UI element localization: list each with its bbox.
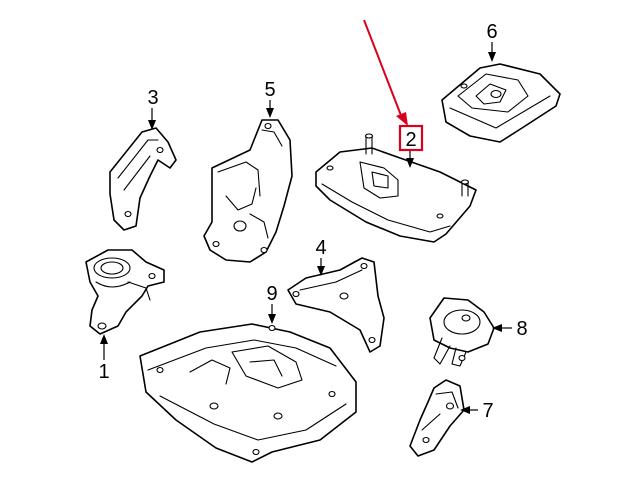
part-2-transmission-mount <box>315 133 477 243</box>
callout-3: 3 <box>147 87 158 109</box>
callout-6: 6 <box>486 21 497 43</box>
callout-7: 7 <box>482 400 493 422</box>
part-9-undercover-shield <box>139 323 357 463</box>
highlight-pointer-arrowhead <box>396 112 408 126</box>
callout-1: 1 <box>98 361 109 383</box>
part-7-small-bracket <box>409 379 465 457</box>
leader-lines <box>100 42 512 414</box>
callout-2-highlight-box <box>398 124 424 152</box>
part-4-mounting-plate <box>287 257 385 353</box>
callout-8: 8 <box>516 318 527 340</box>
highlight-pointer <box>363 19 403 119</box>
callout-4: 4 <box>315 237 326 259</box>
part-8-cylinder-mount <box>429 297 495 367</box>
part-1-engine-mount <box>85 249 165 335</box>
callout-9: 9 <box>266 283 277 305</box>
part-6-upper-mount <box>441 63 561 143</box>
part-5-engine-bracket <box>203 119 293 263</box>
callout-2: 2 <box>405 129 416 151</box>
callout-5: 5 <box>264 79 275 101</box>
part-3-support-bracket <box>109 127 177 231</box>
